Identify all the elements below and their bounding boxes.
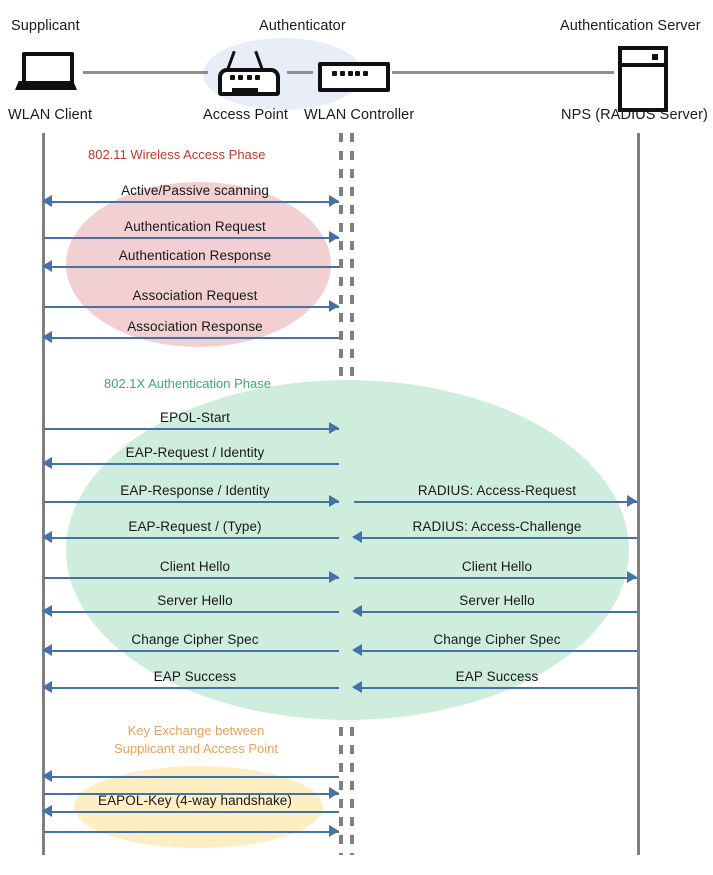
message-label: RADIUS: Access-Request — [417, 483, 577, 498]
phase-blob-wireless-access — [66, 182, 331, 347]
arrow-head-right-icon — [329, 231, 339, 243]
wire-client-to-ap — [83, 71, 208, 74]
message-label: EAP-Request / Identity — [125, 445, 265, 460]
message-line — [354, 687, 637, 689]
wlan-controller-icon — [318, 62, 390, 92]
phase-label-key-exchange-line1: Key Exchange between — [127, 723, 265, 738]
arrow-head-left-icon — [42, 331, 52, 343]
actor-role-supplicant: Supplicant — [11, 18, 80, 34]
message-label: Authentication Request — [124, 219, 266, 234]
message-line — [44, 811, 339, 813]
message-label: Client Hello — [461, 559, 533, 574]
message-line — [44, 687, 339, 689]
message-label: EAP Success — [455, 669, 539, 684]
arrow-head-left-icon — [42, 605, 52, 617]
message-label: EAP-Request / (Type) — [128, 519, 262, 534]
message-line — [354, 650, 637, 652]
arrow-head-left-icon — [42, 644, 52, 656]
arrow-head-left-icon — [352, 644, 362, 656]
phase-label-key-exchange-line2: Supplicant and Access Point — [113, 741, 279, 756]
message-line — [44, 501, 339, 503]
arrow-head-left-icon — [42, 805, 52, 817]
arrow-head-left-icon — [42, 531, 52, 543]
message-label: Server Hello — [157, 593, 233, 608]
access-point-icon — [216, 48, 280, 96]
arrow-head-left-icon — [42, 195, 52, 207]
message-line — [354, 537, 637, 539]
arrow-head-left-icon — [352, 681, 362, 693]
message-label: Change Cipher Spec — [433, 632, 561, 647]
arrow-head-left-icon — [42, 260, 52, 272]
message-line — [44, 463, 339, 465]
arrow-head-right-icon — [627, 571, 637, 583]
arrow-head-left-icon — [42, 681, 52, 693]
server-icon — [618, 46, 668, 112]
message-line — [354, 611, 637, 613]
message-label: Association Request — [132, 288, 258, 303]
lifeline-supplicant — [42, 133, 45, 855]
actor-device-access-point: Access Point — [203, 107, 289, 123]
message-label: Authentication Response — [118, 248, 272, 263]
arrow-head-left-icon — [352, 531, 362, 543]
message-line — [44, 428, 339, 430]
message-line — [44, 306, 339, 308]
message-label: EPOL-Start — [159, 410, 231, 425]
arrow-head-right-icon — [329, 495, 339, 507]
arrow-head-right-icon — [329, 787, 339, 799]
arrow-head-right-icon — [329, 195, 339, 207]
arrow-head-right-icon — [627, 495, 637, 507]
phase-label-dot1x-auth: 802.1X Authentication Phase — [104, 376, 271, 391]
message-line — [354, 501, 637, 503]
arrow-head-left-icon — [42, 457, 52, 469]
message-line — [44, 793, 339, 795]
message-line — [44, 776, 339, 778]
actor-device-wlan-controller: WLAN Controller — [304, 107, 415, 123]
message-line — [44, 266, 339, 268]
phase-label-wireless-access: 802.11 Wireless Access Phase — [88, 147, 266, 162]
actor-device-nps-radius: NPS (RADIUS Server) — [561, 107, 708, 123]
message-label: EAPOL-Key (4-way handshake) — [97, 793, 293, 808]
wire-wlc-to-server — [392, 71, 614, 74]
phase-blob-key-exchange — [74, 766, 323, 848]
message-label: RADIUS: Access-Challenge — [412, 519, 582, 534]
actor-role-authentication-server: Authentication Server — [560, 18, 701, 34]
wire-ap-to-wlc — [287, 71, 313, 74]
message-line — [44, 237, 339, 239]
message-line — [354, 577, 637, 579]
arrow-head-right-icon — [329, 300, 339, 312]
message-label: Association Response — [127, 319, 263, 334]
message-label: Client Hello — [159, 559, 231, 574]
arrow-head-right-icon — [329, 422, 339, 434]
message-label: Change Cipher Spec — [131, 632, 259, 647]
message-label: EAP Success — [153, 669, 237, 684]
arrow-head-left-icon — [42, 770, 52, 782]
arrow-head-right-icon — [329, 825, 339, 837]
message-line — [44, 611, 339, 613]
arrow-head-right-icon — [329, 571, 339, 583]
message-line — [44, 650, 339, 652]
arrow-head-left-icon — [352, 605, 362, 617]
actor-device-wlan-client: WLAN Client — [8, 107, 93, 123]
phase-blob-dot1x-auth — [66, 380, 629, 720]
message-line — [44, 201, 339, 203]
message-label: EAP-Response / Identity — [120, 483, 270, 498]
actor-role-authenticator: Authenticator — [259, 18, 346, 34]
lifeline-radius-server — [637, 133, 640, 855]
message-line — [44, 577, 339, 579]
message-label: Server Hello — [459, 593, 535, 608]
message-label: Active/Passive scanning — [121, 183, 269, 198]
message-line — [44, 831, 339, 833]
message-line — [44, 337, 339, 339]
message-line — [44, 537, 339, 539]
laptop-icon — [15, 52, 77, 92]
